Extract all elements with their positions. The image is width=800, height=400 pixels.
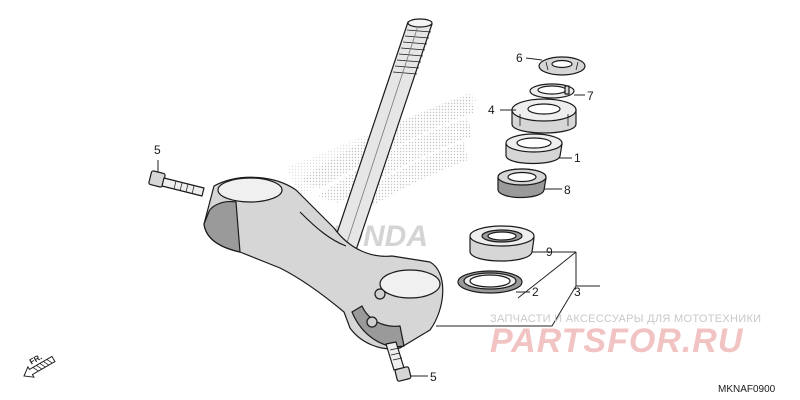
bolt-5-upper: [148, 170, 205, 197]
callout-9: 9: [546, 245, 553, 259]
lock-nut-6: [538, 56, 586, 76]
callout-3: 3: [574, 285, 581, 299]
watermark-brand: PARTSFOR.RU: [490, 322, 744, 360]
watermark: ЗАПЧАСТИ И АКСЕССУАРЫ ДЛЯ МОТОТЕХНИКИ PA…: [490, 313, 761, 360]
leader-lines: [157, 57, 600, 377]
bolt-5-lower: [385, 341, 412, 382]
lower-fork-bridge: [203, 176, 444, 350]
callout-5-lower: 5: [430, 370, 437, 384]
callout-8: 8: [564, 183, 571, 197]
adjusting-nut-4: [511, 98, 577, 134]
callout-2: 2: [532, 285, 539, 299]
callout-labels: 6 7 4 1 8 5 9 2 3 5: [154, 51, 594, 384]
callout-5-upper: 5: [154, 143, 161, 157]
callout-1: 1: [574, 151, 581, 165]
bearing-8: [497, 168, 547, 199]
bearing-9: [469, 225, 535, 262]
callout-6: 6: [516, 51, 523, 65]
diagram-code: MKNAF0900: [718, 384, 776, 395]
bearing-race-1: [505, 133, 563, 165]
watermark-tagline: ЗАПЧАСТИ И АКСЕССУАРЫ ДЛЯ МОТОТЕХНИКИ: [490, 313, 761, 325]
callout-4: 4: [488, 103, 495, 117]
callout-7: 7: [587, 89, 594, 103]
front-direction-arrow: FR.: [23, 352, 56, 378]
lock-washer-7: [529, 83, 575, 99]
dust-seal-2: [457, 270, 523, 294]
